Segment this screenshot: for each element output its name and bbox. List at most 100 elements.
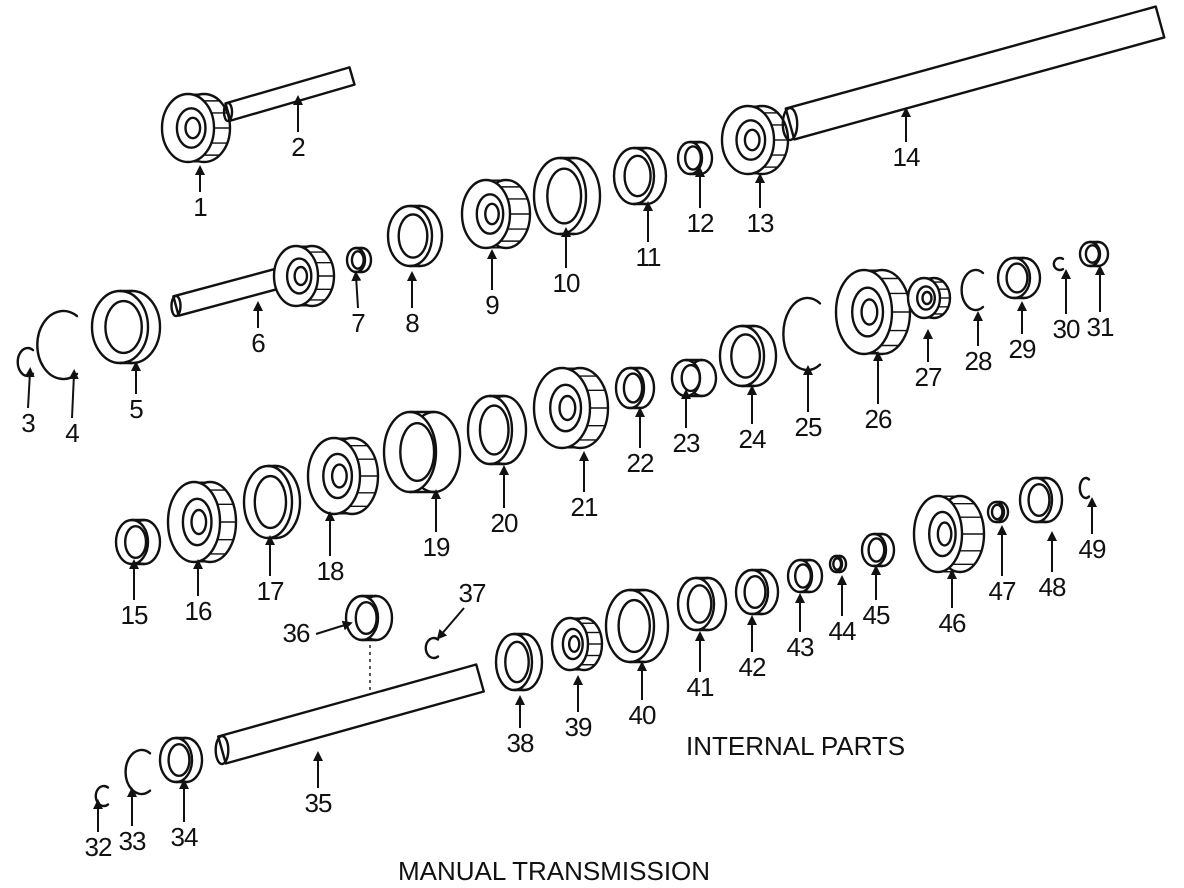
part-drawing — [734, 568, 780, 616]
part-number-36: 36 — [283, 618, 310, 648]
part-number-29: 29 — [1009, 334, 1036, 364]
part-number-6: 6 — [251, 328, 265, 358]
part-drawing — [720, 104, 790, 176]
part-number-12: 12 — [687, 208, 714, 238]
leader-arrow — [315, 620, 353, 635]
part-number-9: 9 — [485, 290, 499, 320]
part-number-37: 37 — [459, 578, 486, 608]
part-number-38: 38 — [507, 728, 534, 758]
part-number-27: 27 — [915, 362, 942, 392]
part-number-17: 17 — [257, 576, 284, 606]
part-drawing — [170, 267, 284, 318]
caption-manual-transmission: MANUAL TRANSMISSION — [398, 856, 710, 886]
part-number-43: 43 — [787, 632, 814, 662]
part-number-25: 25 — [795, 412, 822, 442]
leader-arrow — [351, 271, 362, 309]
part-drawing — [94, 784, 110, 808]
part-number-19: 19 — [423, 532, 450, 562]
part-drawing — [670, 358, 718, 398]
part-number-24: 24 — [739, 424, 766, 454]
caption-internal-parts: INTERNAL PARTS — [686, 731, 905, 761]
part-drawing — [424, 636, 440, 660]
part-drawing — [1078, 240, 1110, 268]
part-number-46: 46 — [939, 608, 966, 638]
part-drawing — [345, 246, 373, 274]
part-number-49: 49 — [1079, 534, 1106, 564]
part-drawing — [834, 268, 912, 356]
part-drawing — [90, 289, 162, 365]
part-number-2: 2 — [291, 132, 305, 162]
leader-arrow — [68, 369, 79, 419]
part-drawing — [781, 5, 1166, 142]
part-drawing — [114, 518, 162, 566]
part-number-18: 18 — [317, 556, 344, 586]
part-number-3: 3 — [21, 408, 35, 438]
part-number-10: 10 — [553, 268, 580, 298]
part-drawing — [532, 156, 602, 236]
leader-lines — [24, 95, 1105, 832]
part-number-16: 16 — [185, 596, 212, 626]
part-number-32: 32 — [85, 832, 112, 862]
part-drawing — [906, 276, 952, 320]
part-drawing — [222, 66, 356, 123]
part-number-15: 15 — [121, 600, 148, 630]
part-number-48: 48 — [1039, 572, 1066, 602]
part-drawing — [16, 346, 35, 378]
part-drawing — [214, 663, 485, 766]
part-number-44: 44 — [829, 616, 856, 646]
part-number-35: 35 — [305, 788, 332, 818]
part-drawing — [612, 146, 668, 206]
part-number-14: 14 — [893, 142, 920, 172]
part-number-47: 47 — [989, 576, 1016, 606]
leader-arrow — [436, 607, 465, 640]
part-number-28: 28 — [965, 346, 992, 376]
part-number-39: 39 — [565, 712, 592, 742]
part-drawing — [272, 244, 336, 308]
part-drawing — [676, 140, 714, 176]
part-drawing — [828, 554, 848, 574]
part-number-34: 34 — [171, 822, 198, 852]
part-number-30: 30 — [1053, 314, 1080, 344]
part-drawing — [460, 178, 532, 250]
part-drawing — [1018, 476, 1064, 524]
part-drawing — [718, 324, 778, 388]
part-drawing — [532, 366, 610, 450]
leader-arrow — [24, 367, 35, 409]
part-drawings — [16, 5, 1166, 808]
part-number-7: 7 — [351, 308, 365, 338]
part-drawing — [614, 366, 656, 410]
part-number-31: 31 — [1087, 312, 1114, 342]
part-drawing — [386, 204, 444, 268]
part-drawing — [1052, 256, 1065, 272]
part-drawing — [242, 464, 302, 540]
part-drawing — [860, 532, 896, 568]
part-drawing — [986, 500, 1010, 524]
part-drawing — [306, 436, 380, 516]
part-drawing — [494, 632, 544, 692]
part-drawing — [912, 494, 986, 574]
part-number-40: 40 — [629, 700, 656, 730]
part-drawing — [960, 268, 985, 312]
part-drawing — [160, 92, 232, 164]
part-number-13: 13 — [747, 208, 774, 238]
part-number-4: 4 — [65, 418, 79, 448]
part-number-5: 5 — [129, 394, 143, 424]
part-number-21: 21 — [571, 492, 598, 522]
part-number-23: 23 — [673, 428, 700, 458]
part-drawing — [550, 616, 604, 672]
part-drawing — [344, 594, 394, 642]
part-drawing — [466, 394, 528, 466]
part-number-8: 8 — [405, 308, 419, 338]
part-drawing — [166, 480, 238, 564]
part-drawing — [1078, 476, 1091, 500]
part-number-22: 22 — [627, 448, 654, 478]
part-number-20: 20 — [491, 508, 518, 538]
part-number-11: 11 — [636, 242, 662, 272]
part-number-1: 1 — [193, 192, 207, 222]
part-number-45: 45 — [863, 600, 890, 630]
part-drawing — [382, 410, 462, 494]
part-number-42: 42 — [739, 652, 766, 682]
part-drawing — [124, 748, 152, 796]
